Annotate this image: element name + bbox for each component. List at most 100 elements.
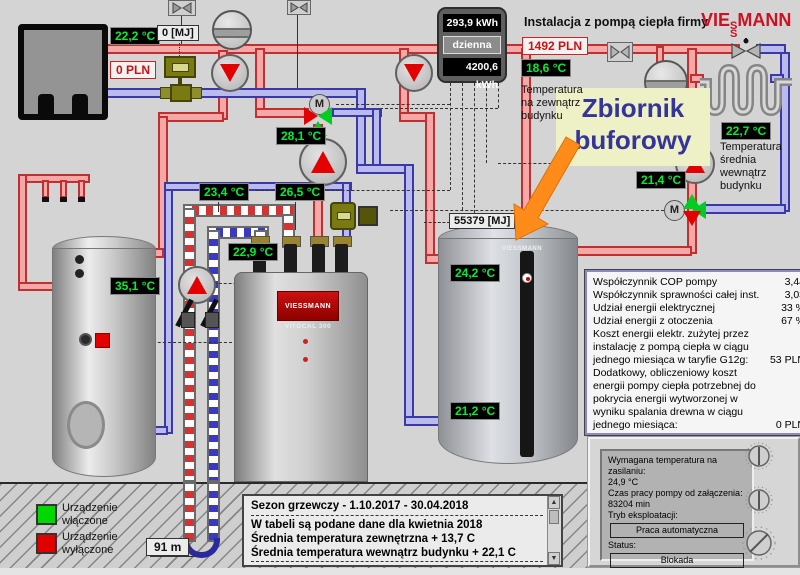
pump-rotor-icon — [187, 276, 207, 294]
wire-1 — [450, 83, 451, 190]
wire-13 — [336, 104, 450, 105]
mixing-valve1-green-icon — [318, 107, 332, 125]
safety-valve-icon-1 — [168, 0, 196, 16]
pipe-hot-to-mix1 — [255, 108, 309, 118]
buffer-banner: Zbiornik buforowy — [556, 88, 710, 166]
mixing-valve2-down-icon — [683, 211, 701, 226]
ctrl-label-setpoint: Wymagana temperatura na zasilaniu: — [608, 455, 717, 476]
heat-meter-display — [172, 63, 189, 72]
hp-stub-2 — [284, 244, 297, 278]
pipe-hot-drop1 — [255, 48, 265, 116]
ctrl-value-runtime: 83204 min — [608, 499, 651, 509]
tick-brine-a — [218, 202, 219, 212]
badge-mj-zero: 0 [MJ] — [157, 25, 199, 41]
legend-on-label: Urządzenie włączone — [62, 502, 118, 527]
info-scrollbar[interactable]: ▲ ▼ — [547, 496, 561, 565]
ctrl-label-status: Status: — [608, 540, 637, 550]
stat-block-text: Koszt energii elektr. zużytej przez inst… — [593, 328, 749, 366]
brine-meter-device — [330, 202, 356, 230]
controller-knob-1[interactable] — [744, 441, 774, 471]
olive-valve-body — [170, 84, 192, 102]
legend-off-label: Urządzenie wyłączone — [62, 531, 118, 556]
pipe-brine-hot-h — [183, 204, 295, 217]
safety-valve-icon-2 — [287, 0, 311, 15]
pipe-cold-buffer-v — [404, 164, 414, 424]
tap-stub-3 — [78, 180, 85, 198]
stat-row: Udział energii z otoczenia 67 % — [593, 315, 800, 328]
wire-12 — [112, 342, 232, 343]
pump-heating-main — [299, 138, 347, 186]
wire-4 — [486, 83, 487, 163]
banner-line1: Zbiornik — [581, 93, 685, 123]
temp-brine-a: 23,4 °C — [199, 183, 250, 201]
hp-brand-text: VIESSMANN — [284, 302, 332, 310]
brine-meter-box — [358, 206, 378, 226]
stat-label: Udział energii z otoczenia — [593, 315, 713, 327]
shutoff-valve-icon-1 — [607, 42, 633, 62]
pipe-cold-v2 — [372, 108, 381, 172]
brine-valve-body-2 — [205, 312, 219, 328]
temp-brine-b: 26,5 °C — [275, 183, 326, 201]
logo-post: MANN — [737, 10, 792, 30]
pump-buffer-charge — [395, 54, 433, 92]
pump-rotor-icon — [311, 151, 335, 173]
badge-mj-total: 55379 [MJ] — [449, 213, 516, 229]
radiator-coil — [700, 64, 792, 117]
pump-rotor-icon — [404, 64, 424, 82]
stat-row: Udział energii elektrycznej 33 % — [593, 302, 800, 315]
wire-mj-meter — [179, 43, 180, 58]
legend-off-swatch — [36, 533, 57, 554]
controller-knob-2[interactable] — [744, 485, 774, 515]
controller-knob-3[interactable] — [740, 524, 778, 562]
dhw-tank — [52, 248, 156, 477]
tap-tip-2 — [60, 197, 67, 202]
wire-10 — [424, 222, 450, 223]
pipe-cold-dhw-v — [164, 182, 173, 434]
pump-brine — [178, 266, 216, 304]
scroll-thumb[interactable] — [549, 510, 559, 524]
scroll-up-icon[interactable]: ▲ — [548, 496, 560, 509]
heat-pump-cabinet: VIESSMANN VITOCAL 300 — [234, 272, 368, 482]
olive-valve-flange-r — [191, 87, 202, 99]
stem-safety2 — [297, 13, 298, 88]
scroll-down-icon[interactable]: ▼ — [548, 552, 560, 565]
temp-mix1: 28,1 °C — [276, 127, 327, 145]
badge-depth: 91 m — [146, 538, 190, 556]
temp-inside: 22,7 °C — [721, 122, 772, 140]
banner-line2: buforowy — [574, 125, 692, 155]
stat-value: 67 % — [781, 315, 800, 327]
pipe-taps-v — [18, 174, 27, 290]
wire-5 — [498, 83, 499, 108]
stat-block: Koszt energii elektr. zużytej przez inst… — [593, 328, 800, 367]
pump-fireplace — [211, 54, 249, 92]
stat-block-value: 0 PLN — [775, 419, 800, 431]
note-outside-temp: Temperatura na zewnątrz budynku — [521, 84, 583, 122]
fireplace — [18, 24, 108, 120]
meter-daily-kwh: 293,9 kWh — [443, 14, 501, 32]
pipe-cold-v1 — [356, 88, 366, 172]
pump-rotor-icon — [220, 64, 240, 82]
info-line-outside-avg: Średnia temperatura zewnętrzna + 13,7 C — [251, 533, 476, 545]
mixing-valve2-motor: M — [664, 200, 685, 221]
temp-buffer-bottom: 21,2 °C — [450, 402, 501, 420]
dhw-port-2 — [75, 269, 84, 278]
info-line-inside-avg: Średnia temperatura wewnątrz budynku + 2… — [251, 547, 516, 559]
dhw-port-1 — [75, 255, 84, 264]
buffer-arrow-icon — [513, 136, 581, 241]
tap-stub-1 — [42, 180, 49, 198]
stats-panel: Współczynnik COP pompy 3,44 Współczynnik… — [584, 269, 800, 436]
tap-stub-2 — [60, 180, 67, 198]
tick-depth — [150, 556, 196, 557]
ctrl-mode-box: Praca automatyczna — [610, 523, 744, 538]
logo-s1: S — [730, 20, 738, 32]
stat-label: Udział energii elektrycznej — [593, 302, 715, 314]
meter-total-kwh: 4200,6 kWh — [443, 58, 501, 91]
stat-block-text: Dodatkowy, obliczeniowy koszt energii po… — [593, 367, 756, 431]
wire-3 — [474, 83, 475, 218]
pipe-borehole-cold — [207, 482, 220, 542]
heat-meter-device — [164, 56, 196, 78]
temp-dhw: 35,1 °C — [110, 277, 161, 295]
stat-label: Współczynnik COP pompy — [593, 276, 718, 288]
hp-model-text: VITOCAL 300 — [284, 323, 332, 330]
